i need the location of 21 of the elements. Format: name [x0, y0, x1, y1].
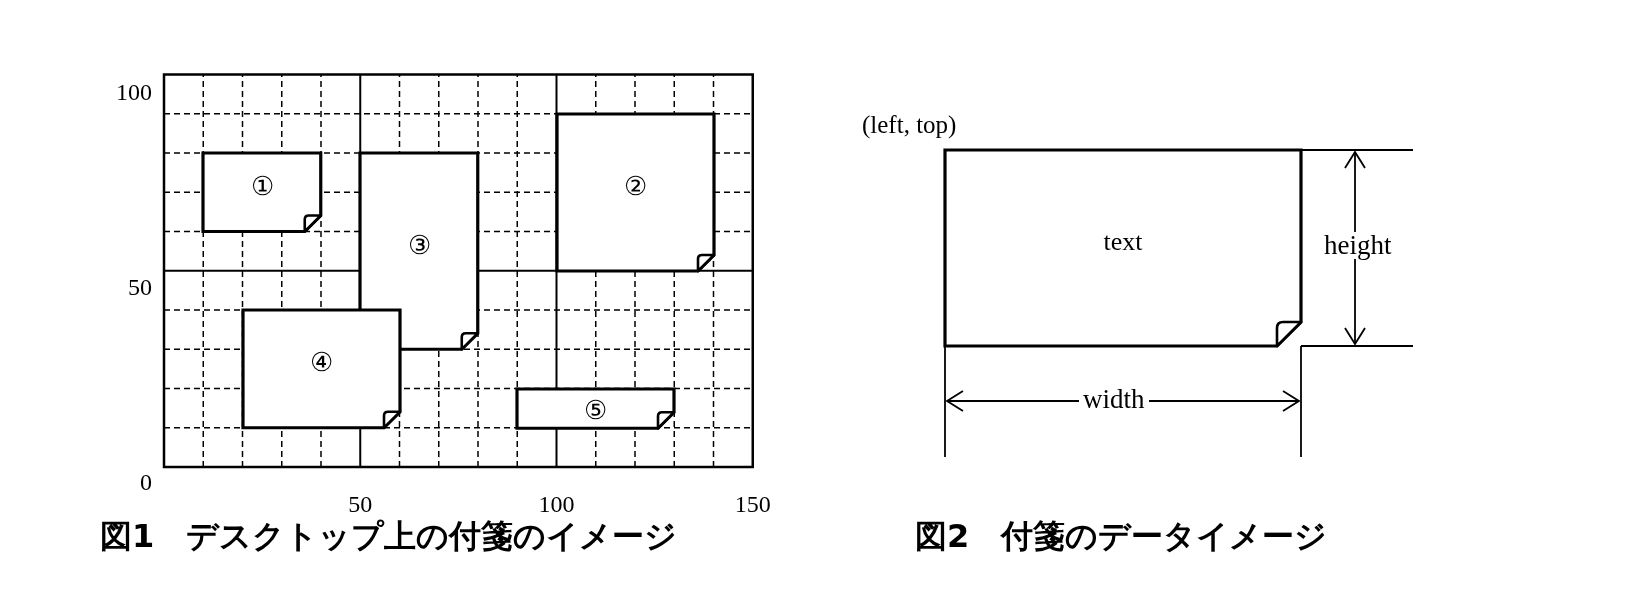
sticky-note — [517, 388, 675, 428]
note-label: text — [1103, 227, 1143, 257]
axis-tick-label: 100 — [538, 492, 575, 516]
sticky-note — [242, 310, 400, 428]
axis-tick-label: 50 — [348, 492, 373, 516]
axis-tick-label: 0 — [140, 470, 152, 494]
sticky-note — [556, 113, 714, 271]
note-label: ⑤ — [584, 394, 608, 426]
axis-tick-label: 150 — [734, 492, 771, 516]
sticky-note — [203, 153, 321, 232]
note-label: ④ — [309, 347, 333, 379]
note-label: ③ — [407, 229, 431, 261]
sticky-note — [360, 153, 478, 350]
axis-tick-label: 50 — [128, 275, 152, 299]
sticky-note — [945, 150, 1301, 346]
note-label: ② — [623, 170, 647, 202]
coordinate-label: (left, top) — [862, 112, 957, 137]
figure-caption: 図1 デスクトップ上の付箋のイメージ — [100, 520, 678, 552]
note-label: ① — [250, 170, 274, 202]
figure-caption: 図2 付箋のデータイメージ — [915, 520, 1328, 552]
axis-tick-label: 100 — [116, 80, 152, 104]
